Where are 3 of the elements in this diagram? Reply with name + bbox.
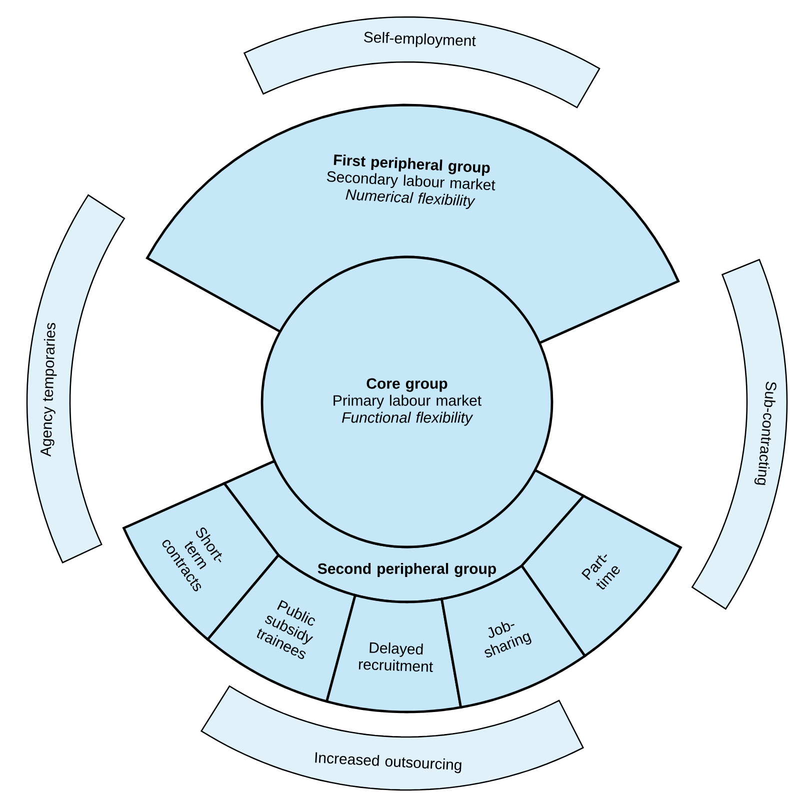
curved-band: Increased outsourcing xyxy=(200,685,584,791)
curved-band: Self-employment xyxy=(243,16,600,108)
curved-band: Agency temporaries xyxy=(26,194,126,564)
